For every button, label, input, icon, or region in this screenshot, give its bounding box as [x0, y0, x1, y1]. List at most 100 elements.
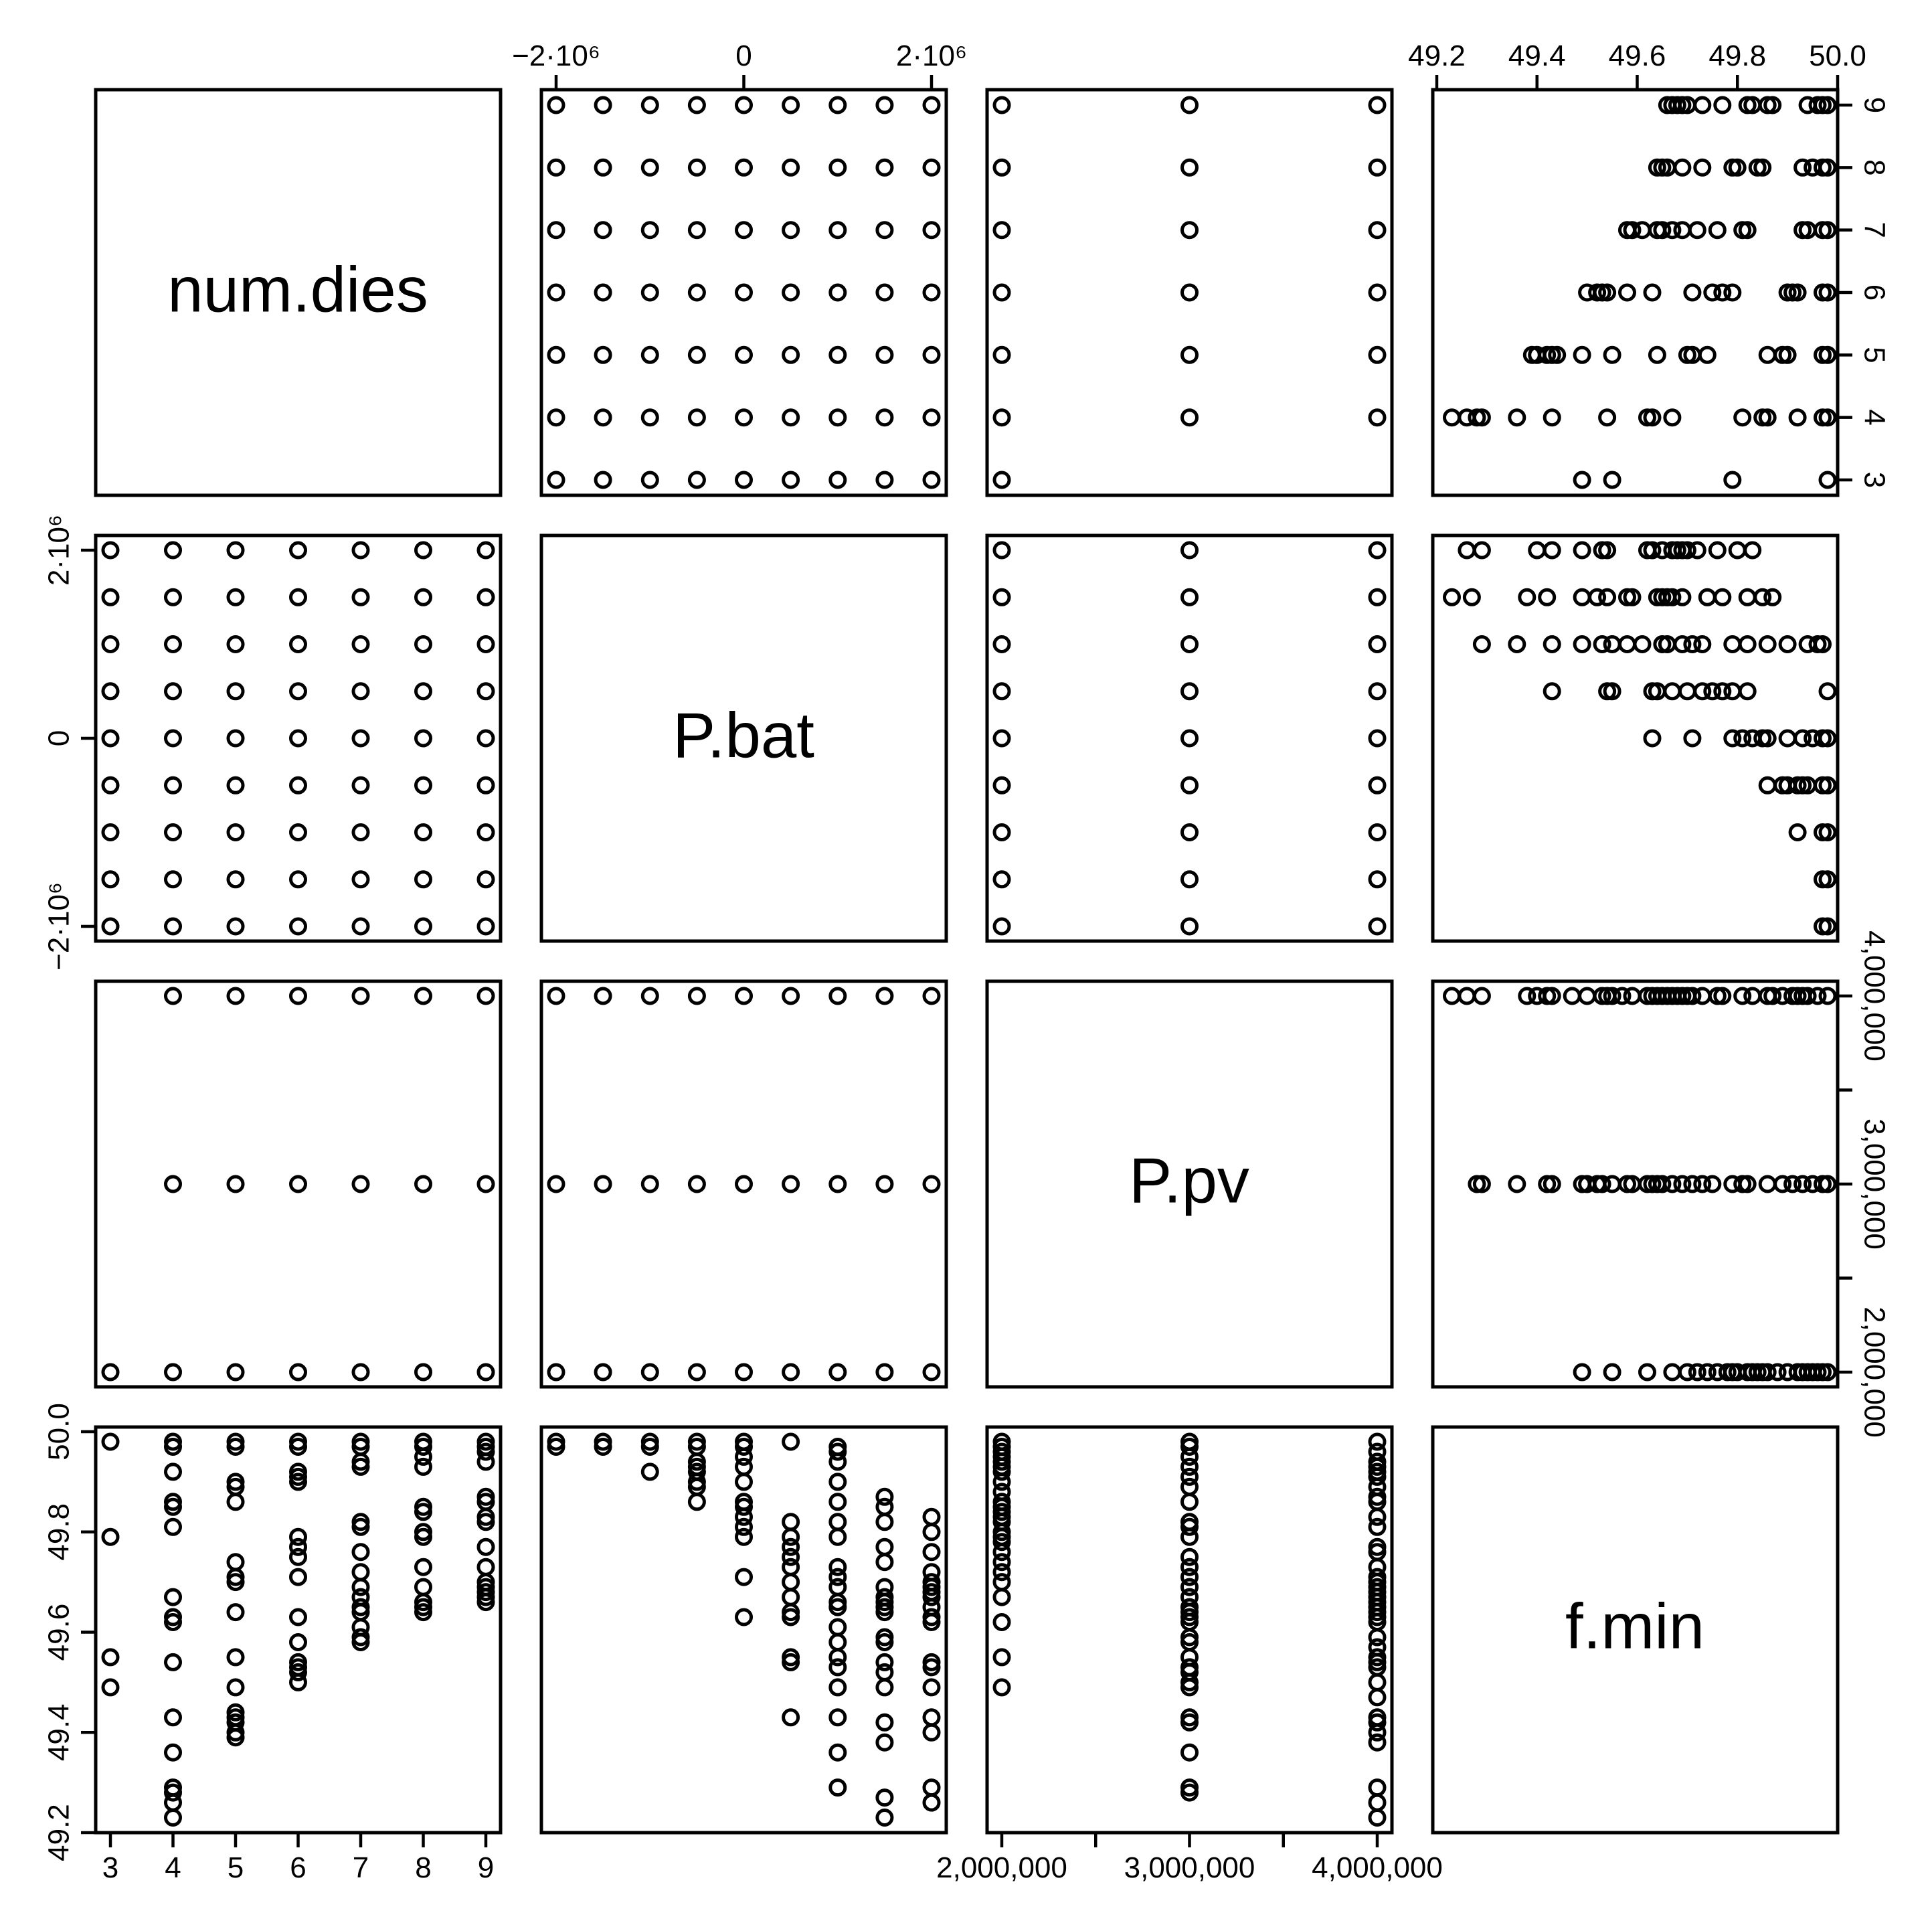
point-pb-vs-fm: [1708, 541, 1727, 560]
point-pv-vs-fm: [1528, 987, 1547, 1005]
panel-fm-vs-fm: [1431, 1425, 1840, 1835]
panel-pv-vs-pv: [985, 979, 1394, 1389]
point-nd-vs-pb: [547, 471, 565, 489]
point-pv-vs-fm: [1693, 1175, 1712, 1193]
point-fm-vs-nd: [101, 1527, 120, 1546]
point-fm-vs-nd: [226, 1573, 245, 1592]
point-pv-vs-pb: [828, 1175, 847, 1193]
point-pb-vs-pv: [992, 870, 1011, 889]
point-fm-vs-pb: [922, 1778, 941, 1797]
point-fm-vs-nd: [351, 1517, 370, 1536]
point-nd-vs-pb: [547, 158, 565, 177]
point-fm-vs-pb: [875, 1513, 894, 1531]
point-pb-vs-pv: [1368, 729, 1387, 748]
point-pv-vs-fm: [1538, 1175, 1557, 1193]
point-nd-vs-pv: [1368, 96, 1387, 114]
point-nd-vs-fm: [1798, 96, 1817, 114]
point-pv-vs-pb: [547, 987, 565, 1005]
point-pv-vs-pb: [828, 987, 847, 1005]
point-pb-vs-pv: [992, 776, 1011, 795]
point-nd-vs-pv: [1368, 408, 1387, 427]
point-fm-vs-pb: [922, 1543, 941, 1562]
point-nd-vs-fm: [1753, 408, 1772, 427]
y-axis-left-f-min-tick-label: 49.6: [43, 1604, 76, 1661]
point-nd-vs-pb: [828, 221, 847, 240]
point-pb-vs-fm: [1678, 682, 1696, 701]
point-pb-vs-pv: [992, 823, 1011, 841]
point-nd-vs-fm: [1673, 221, 1692, 240]
point-pb-vs-fm: [1793, 729, 1812, 748]
point-pv-vs-fm: [1638, 1363, 1656, 1382]
point-pv-vs-nd: [226, 987, 245, 1005]
point-pb-vs-nd: [289, 823, 307, 841]
point-fm-vs-nd: [351, 1633, 370, 1651]
point-fm-vs-pb: [828, 1658, 847, 1677]
x-axis-top-f-min-tick-label: 49.4: [1508, 39, 1566, 72]
point-pb-vs-fm: [1598, 682, 1617, 701]
point-nd-vs-pb: [687, 283, 706, 302]
point-fm-vs-pb: [782, 1527, 800, 1546]
point-pb-vs-pv: [992, 917, 1011, 936]
point-fm-vs-nd: [164, 1588, 182, 1606]
point-pb-vs-pv: [1368, 917, 1387, 936]
point-fm-vs-pb: [922, 1613, 941, 1631]
point-pb-vs-fm: [1728, 541, 1747, 560]
point-fm-vs-nd: [351, 1578, 370, 1596]
point-fm-vs-pv: [1180, 1558, 1199, 1576]
point-pv-vs-pb: [547, 1363, 565, 1382]
point-nd-vs-pv: [1368, 283, 1387, 302]
point-pb-vs-fm: [1713, 682, 1732, 701]
point-nd-vs-pb: [640, 158, 659, 177]
point-pb-vs-fm: [1713, 588, 1732, 606]
point-fm-vs-pv: [1368, 1793, 1387, 1812]
point-fm-vs-nd: [351, 1457, 370, 1476]
point-pb-vs-nd: [289, 870, 307, 889]
point-pb-vs-fm: [1598, 588, 1617, 606]
point-pv-vs-nd: [414, 987, 432, 1005]
point-fm-vs-nd: [476, 1593, 495, 1612]
point-nd-vs-fm: [1618, 221, 1636, 240]
point-pb-vs-pv: [1368, 635, 1387, 653]
point-fm-vs-nd: [226, 1603, 245, 1622]
point-pb-vs-nd: [351, 776, 370, 795]
point-fm-vs-pb: [875, 1733, 894, 1752]
point-nd-vs-pv: [992, 96, 1011, 114]
point-fm-vs-pv: [1180, 1578, 1199, 1596]
point-nd-vs-pv: [1180, 283, 1199, 302]
point-fm-vs-nd: [164, 1517, 182, 1536]
point-pb-vs-nd: [226, 588, 245, 606]
point-nd-vs-pb: [922, 408, 941, 427]
y-axis-left-f-min-tick-label: 49.2: [43, 1804, 76, 1861]
point-fm-vs-pv: [1368, 1723, 1387, 1742]
point-pb-vs-fm: [1528, 541, 1547, 560]
point-fm-vs-pb: [875, 1537, 894, 1556]
diag-label-num-dies: num.dies: [167, 254, 428, 325]
point-pv-vs-fm: [1538, 987, 1557, 1005]
point-fm-vs-pb: [828, 1513, 847, 1531]
point-fm-vs-nd: [414, 1558, 432, 1576]
point-pb-vs-pv: [1368, 682, 1387, 701]
point-fm-vs-pb: [735, 1507, 753, 1526]
x-axis-bottom-p-pv-tick-label: 2,000,000: [936, 1851, 1067, 1884]
point-pb-vs-fm: [1758, 776, 1777, 795]
point-fm-vs-pv: [1180, 1493, 1199, 1511]
point-nd-vs-pb: [687, 345, 706, 364]
diag-label-f-min: f.min: [1565, 1590, 1704, 1662]
point-fm-vs-pv: [1368, 1688, 1387, 1707]
point-pb-vs-nd: [226, 917, 245, 936]
point-pv-vs-nd: [226, 1175, 245, 1193]
y-axis-left-f-min-tick-label: 49.4: [43, 1703, 76, 1761]
point-pb-vs-fm: [1518, 588, 1536, 606]
point-pv-vs-fm: [1678, 1363, 1696, 1382]
point-fm-vs-nd: [289, 1473, 307, 1491]
point-pb-vs-nd: [101, 823, 120, 841]
point-pv-vs-pb: [875, 1363, 894, 1382]
y-axis-left-p-bat-tick-label: 0: [43, 730, 76, 746]
point-pb-vs-nd: [351, 541, 370, 560]
point-pb-vs-pv: [1180, 541, 1199, 560]
y-axis-left-f-min-tick-label: 49.8: [43, 1503, 76, 1561]
point-pb-vs-nd: [414, 823, 432, 841]
y-axis-left-f-min: 49.249.449.649.850.0: [43, 1403, 98, 1861]
